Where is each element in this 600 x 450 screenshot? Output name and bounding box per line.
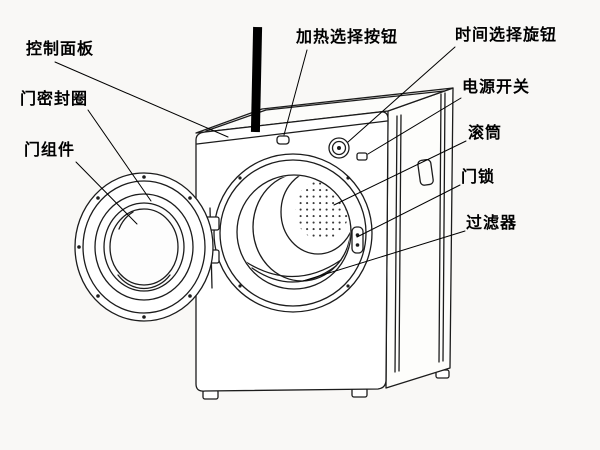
label-door-assembly: 门组件 [24, 142, 76, 159]
side-panel [385, 87, 454, 389]
side-panel-grooves [394, 92, 446, 373]
door-glass [103, 202, 185, 292]
timer-knob [328, 137, 350, 159]
label-filter: 过滤器 [466, 215, 518, 232]
power-switch [356, 152, 368, 161]
door-lock [351, 226, 364, 254]
leader-door-lock [356, 184, 461, 238]
door-assembly [74, 172, 214, 322]
leader-lines [54, 46, 467, 282]
door-screws [77, 175, 192, 319]
side-panel-plate [417, 159, 434, 186]
door-seal-ring [94, 193, 194, 301]
black-marker-bar [250, 26, 263, 133]
label-door-lock: 门锁 [461, 169, 496, 186]
glass-reflection [117, 274, 171, 290]
label-control-panel: 控制面板 [26, 41, 95, 58]
leader-heat-button [283, 49, 308, 136]
label-heat-select-button: 加热选择按钮 [296, 29, 399, 46]
leader-control-panel [54, 61, 229, 138]
leader-timer-knob [347, 46, 456, 143]
control-panel-band [196, 120, 388, 145]
heat-select-button [276, 135, 290, 145]
label-door-seal: 门密封圈 [20, 91, 89, 108]
label-drum: 滚筒 [468, 125, 503, 142]
rim-screws [238, 176, 350, 288]
leader-power-switch [367, 97, 462, 155]
top-panel-rim [205, 90, 445, 132]
filter-slot [245, 259, 342, 283]
drum-perforations [295, 180, 349, 240]
leader-door-assembly [75, 161, 138, 225]
leader-drum [333, 140, 467, 206]
leader-door-seal [87, 109, 152, 202]
leader-filter [302, 230, 466, 282]
glass-highlight [118, 211, 134, 230]
label-timer-knob: 时间选择旋钮 [455, 27, 558, 44]
top-controls [276, 135, 368, 161]
dryer-illustration [54, 26, 467, 400]
label-power-switch: 电源开关 [462, 79, 531, 96]
drum [280, 176, 350, 255]
